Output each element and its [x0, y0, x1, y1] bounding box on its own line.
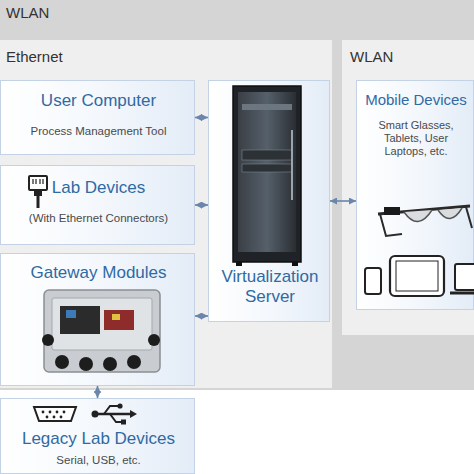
mobile-devices-icon: [365, 256, 474, 296]
serial-pin: [49, 411, 52, 414]
server-box: Virtualization Server: [208, 80, 330, 322]
serial-pin: [56, 411, 59, 414]
device-box: Mobile DevicesSmart Glasses, Tablets, Us…: [356, 80, 474, 310]
connector: [148, 334, 160, 346]
rack-unit: [242, 164, 292, 172]
rack-foot: [292, 262, 298, 266]
usb-branch: [110, 414, 122, 422]
plug-body: [29, 176, 47, 190]
rack-unit: [242, 104, 292, 110]
serial-pin: [42, 411, 45, 414]
box-title: Gateway Modules: [1, 263, 196, 283]
box-title: Virtualization Server: [209, 267, 331, 308]
plug-boot: [34, 190, 42, 196]
glasses-display: [384, 207, 400, 215]
zone-label: WLAN: [6, 4, 126, 22]
serial-pin: [46, 416, 49, 419]
zone-label: WLAN: [350, 48, 460, 66]
plug-pin: [39, 179, 40, 184]
enclosure: [44, 290, 160, 372]
device-box: User ComputerProcess Management Tool: [0, 80, 195, 155]
glasses-temple: [466, 207, 472, 228]
device-box: Lab Devices (With Ethernet Connectors): [0, 165, 195, 245]
box-description: (With Ethernet Connectors): [1, 212, 196, 226]
usb-symbol-icon: [92, 403, 138, 424]
serial-pin: [60, 416, 63, 419]
connector-arrow: [330, 200, 356, 202]
box-description: Process Management Tool: [1, 125, 196, 139]
serial-port-icon: [34, 407, 76, 421]
box-title: Mobile Devices: [357, 91, 474, 109]
glasses-lens: [404, 210, 432, 222]
connector-arrow: [195, 117, 208, 119]
server-rack-photo: [233, 86, 301, 266]
glasses-lens: [438, 208, 462, 219]
ethernet-plug-icon: [29, 176, 47, 208]
usb-tip: [121, 420, 126, 425]
laptop-icon: [455, 264, 474, 290]
usb-stem: [94, 413, 130, 416]
chip: [66, 310, 76, 318]
usb-tip: [117, 403, 122, 408]
chip: [112, 314, 120, 320]
usb-base: [92, 411, 99, 418]
rack-frame: [233, 86, 301, 262]
door-handle: [291, 130, 293, 200]
connector: [103, 357, 117, 371]
usb-branch: [104, 406, 118, 414]
rack-door: [238, 92, 296, 252]
box-description: Serial, USB, etc.: [1, 454, 196, 468]
box-title: Lab Devices: [1, 178, 196, 198]
ethernet-panel: User ComputerProcess Management ToolLab …: [0, 40, 332, 388]
phone-icon: [365, 268, 381, 294]
circuit-board: [60, 306, 100, 334]
smart-glasses-icon: [378, 206, 472, 236]
box-description: Smart Glasses, Tablets, User Laptops, et…: [365, 119, 467, 159]
laptop-base: [450, 292, 474, 295]
connector: [42, 334, 54, 346]
rack-unit: [242, 150, 292, 160]
box-title: Legacy Lab Devices: [1, 429, 196, 449]
wlan-panel: Mobile DevicesSmart Glasses, Tablets, Us…: [342, 40, 474, 335]
connector: [79, 357, 93, 371]
connector-arrow: [195, 204, 208, 206]
glasses-temple: [380, 214, 402, 236]
network-zone: User ComputerProcess Management ToolLab …: [0, 0, 474, 390]
connector: [127, 355, 141, 369]
box-title: User Computer: [1, 91, 196, 111]
plug-pin: [32, 179, 33, 184]
glasses-frame: [378, 206, 470, 214]
circuit-board: [104, 310, 134, 330]
plug-pin: [35, 179, 36, 184]
gateway-module-photo: [42, 290, 160, 372]
rack-foot: [236, 262, 242, 266]
plug-cable: [37, 196, 40, 208]
tablet-icon: [390, 256, 444, 296]
device-box: Gateway Modules: [0, 253, 195, 386]
connector-arrow: [195, 315, 208, 317]
plug-pin: [42, 179, 43, 184]
connector-arrow: [97, 386, 99, 398]
serial-pin: [63, 411, 66, 414]
serial-shell: [34, 407, 76, 421]
tablet-screen: [396, 261, 438, 291]
enclosure-lid: [52, 298, 152, 350]
usb-head: [130, 410, 137, 418]
device-box: Legacy Lab DevicesSerial, USB, etc.: [0, 398, 195, 474]
connector: [55, 355, 69, 369]
serial-pin: [53, 416, 56, 419]
zone-label: Ethernet: [6, 48, 146, 66]
